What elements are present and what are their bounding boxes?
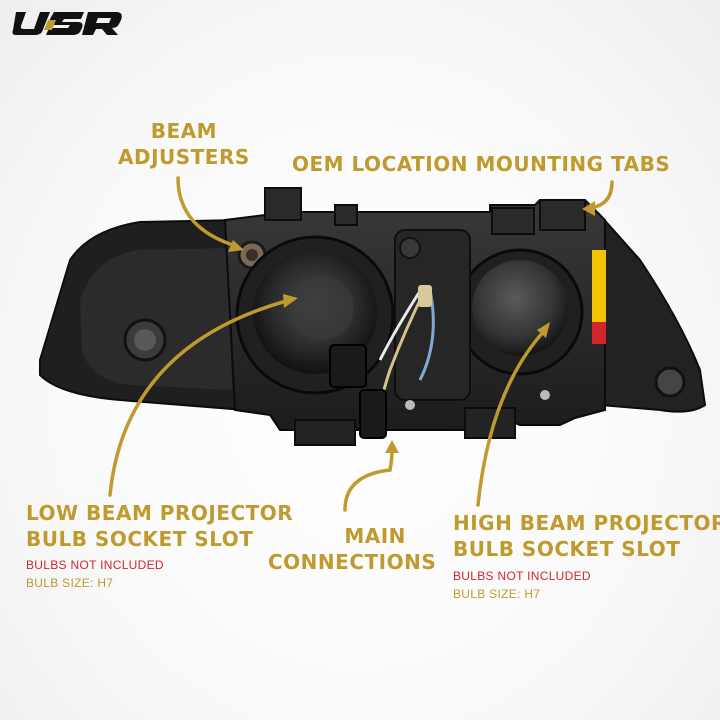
beam-adjusters-line2: ADJUSTERS [118,145,250,169]
right-housing [599,212,707,413]
right-mount-socket [654,366,686,398]
callout-mounting-tabs: OEM LOCATION MOUNTING TABS [292,151,670,177]
callout-arrows [108,176,614,512]
high-beam-line2: BULB SOCKET SLOT [453,537,681,561]
callout-main-connections: MAIN CONNECTIONS [268,523,436,575]
low-beam-bulbs-note: BULBS NOT INCLUDED [26,558,164,572]
side-housing-inner [80,248,232,390]
arrow-main-connections [343,446,394,512]
arrow-high-beam [476,328,547,507]
main-connector-2 [359,389,387,439]
callout-beam-adjusters: BEAM ADJUSTERS [118,118,250,170]
low-beam-line2: BULB SOCKET SLOT [26,527,254,551]
high-beam-line1: HIGH BEAM PROJECTOR [453,511,720,535]
mounting-tab-right-1 [491,207,535,235]
high-beam-bulbs-note: BULBS NOT INCLUDED [453,569,591,583]
arrow-low-beam [108,298,292,497]
mounting-tab-center [334,204,358,226]
arrow-beam-adjusters [176,176,238,248]
main-connections-line1: MAIN [344,524,406,548]
callout-low-beam: LOW BEAM PROJECTOR BULB SOCKET SLOT [26,500,293,552]
high-beam-bulb-size: BULB SIZE: H7 [453,587,541,601]
main-connector-1 [329,344,367,388]
callout-high-beam: HIGH BEAM PROJECTOR BULB SOCKET SLOT [453,510,720,562]
mounting-tab-left [264,187,302,221]
arrow-heads [228,201,595,453]
beam-adjusters-line1: BEAM [150,119,218,143]
low-beam-bulb-size: BULB SIZE: H7 [26,576,114,590]
bottom-clip-left [294,419,356,446]
main-connections-line2: CONNECTIONS [268,550,437,574]
warning-sticker [592,250,606,322]
usr-logo [12,12,122,35]
high-beam-projector-cap [472,260,568,356]
mounting-tab-right-2 [539,199,586,231]
mounting-tabs-line1: OEM LOCATION MOUNTING TABS [292,152,671,176]
low-beam-line1: LOW BEAM PROJECTOR [26,501,294,525]
